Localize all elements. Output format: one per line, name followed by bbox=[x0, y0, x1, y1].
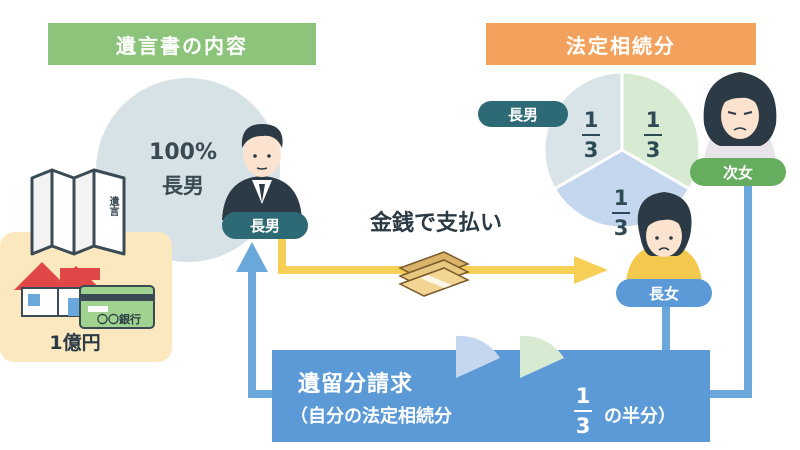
claim-box bbox=[272, 350, 710, 442]
eldest-son-illustration bbox=[222, 124, 302, 220]
second-daughter-illustration bbox=[703, 72, 777, 160]
fraction-denominator: 3 bbox=[583, 138, 599, 162]
claim-detail-suffix: の半分） bbox=[604, 406, 676, 427]
fraction-denominator: 3 bbox=[645, 138, 661, 162]
payment-label: 金銭で支払い bbox=[369, 211, 502, 236]
share-wedge-blue bbox=[456, 335, 500, 378]
fraction-bar bbox=[582, 134, 600, 136]
money-bundle-icon bbox=[398, 251, 470, 297]
fraction-bar bbox=[644, 134, 662, 136]
pie-fraction-eldest-daughter: 1 3 bbox=[608, 186, 634, 240]
pie-fraction-second-daughter: 1 3 bbox=[640, 108, 666, 162]
bank-label: 〇〇銀行 bbox=[97, 313, 141, 326]
eldest-son-tag: 長男 bbox=[222, 212, 308, 239]
eldest-daughter-illustration bbox=[626, 192, 702, 282]
will-document-icon bbox=[30, 168, 126, 256]
will-document-label: 遺言 bbox=[107, 196, 118, 216]
fraction-denominator: 3 bbox=[575, 414, 591, 438]
will-contents-header: 遺言書の内容 bbox=[48, 23, 316, 65]
pie-fraction-eldest-son: 1 3 bbox=[578, 108, 604, 162]
second-daughter-tag: 次女 bbox=[690, 158, 786, 186]
claim-fraction: 1 3 bbox=[570, 384, 596, 438]
fraction-bar bbox=[574, 410, 592, 412]
fraction-numerator: 1 bbox=[583, 108, 599, 132]
claim-title: 遺留分請求 bbox=[298, 372, 414, 397]
claim-detail-prefix: （自分の法定相続分 bbox=[290, 406, 452, 427]
will-heir: 長男 bbox=[162, 174, 204, 198]
fraction-numerator: 1 bbox=[575, 384, 591, 408]
fraction-numerator: 1 bbox=[613, 186, 629, 210]
pie-eldest-son-tag: 長男 bbox=[478, 101, 568, 127]
will-percent: 100% bbox=[149, 140, 217, 165]
fraction-numerator: 1 bbox=[645, 108, 661, 132]
fraction-denominator: 3 bbox=[613, 216, 629, 240]
fraction-bar bbox=[612, 212, 630, 214]
estate-amount: 1億円 bbox=[49, 332, 101, 354]
eldest-daughter-tag: 長女 bbox=[616, 279, 712, 307]
bank-card-icon bbox=[79, 285, 155, 329]
share-wedge-green bbox=[520, 335, 564, 378]
inheritance-share-pie bbox=[542, 70, 702, 230]
legal-shares-header: 法定相続分 bbox=[486, 23, 756, 65]
